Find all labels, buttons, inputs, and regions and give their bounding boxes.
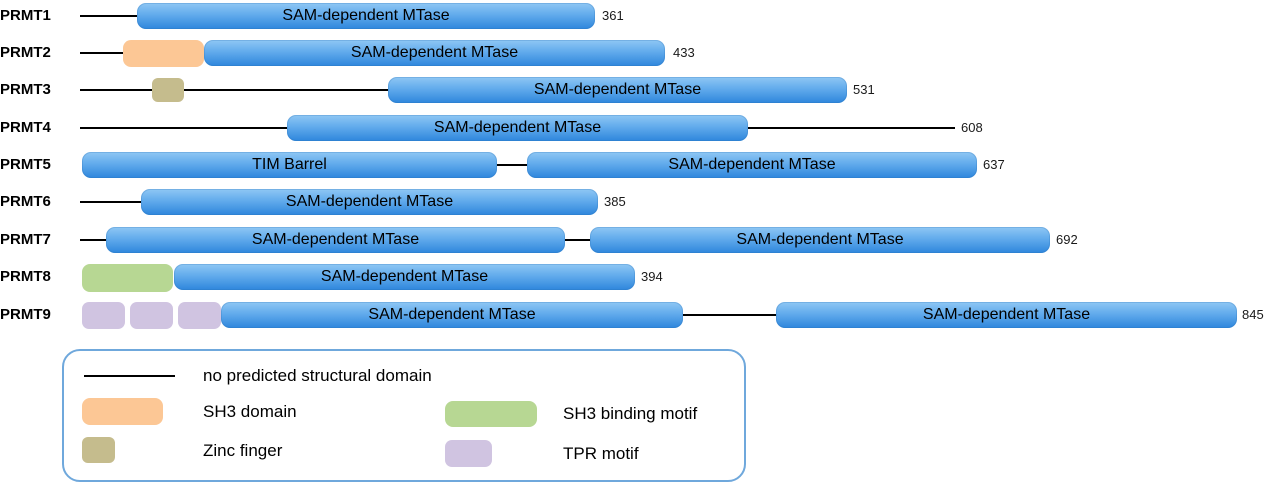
domain-zinc-finger xyxy=(152,78,184,102)
protein-label: PRMT1 xyxy=(0,7,51,24)
domain-tpr-motif xyxy=(130,302,173,329)
sh3-binding-motif-swatch xyxy=(445,401,537,427)
backbone-line xyxy=(683,314,776,316)
protein-length: 433 xyxy=(673,45,695,60)
protein-label: PRMT3 xyxy=(0,81,51,98)
protein-length: 361 xyxy=(602,8,624,23)
domain-tpr-motif xyxy=(82,302,125,329)
domain-sam-mtase: SAM-dependent MTase xyxy=(106,227,565,253)
domain-label: SAM-dependent MTase xyxy=(668,156,836,173)
backbone-line xyxy=(80,127,287,129)
domain-sam-mtase: SAM-dependent MTase xyxy=(141,189,598,215)
legend-label-sh3-binding: SH3 binding motif xyxy=(563,404,698,423)
domain-label: SAM-dependent MTase xyxy=(282,7,450,24)
backbone-line xyxy=(748,127,955,129)
sh3-domain-swatch xyxy=(82,398,163,425)
protein-label: PRMT2 xyxy=(0,44,51,61)
domain-label: SAM-dependent MTase xyxy=(350,44,519,61)
protein-length: 531 xyxy=(853,82,875,97)
protein-length: 394 xyxy=(641,269,663,284)
domain-sam-mtase: SAM-dependent MTase xyxy=(287,115,748,141)
domain-label: TIM Barrel xyxy=(252,156,327,173)
legend-label-zinc-finger: Zinc finger xyxy=(203,441,283,460)
protein-length: 385 xyxy=(604,194,626,209)
legend-label-no-domain: no predicted structural domain xyxy=(203,366,432,385)
protein-label: PRMT5 xyxy=(0,156,51,173)
backbone-line xyxy=(80,239,106,241)
tpr-motif-swatch xyxy=(445,440,492,467)
backbone-line xyxy=(80,201,141,203)
backbone-line xyxy=(497,164,527,166)
legend-label-sh3-domain: SH3 domain xyxy=(203,402,297,421)
domain-label: SAM-dependent MTase xyxy=(736,231,904,248)
domain-sam-mtase: SAM-dependent MTase xyxy=(590,227,1050,253)
protein-label: PRMT8 xyxy=(0,268,51,285)
backbone-line xyxy=(80,52,124,54)
domain-label: SAM-dependent MTase xyxy=(533,81,702,98)
domain-sam-mtase: SAM-dependent MTase xyxy=(527,152,977,178)
protein-label: PRMT6 xyxy=(0,193,51,210)
domain-sh3 xyxy=(123,40,204,67)
domain-tpr-motif xyxy=(178,302,221,329)
protein-length: 845 xyxy=(1242,307,1264,322)
protein-length: 692 xyxy=(1056,232,1078,247)
backbone-line xyxy=(80,15,137,17)
domain-sam-mtase: SAM-dependent MTase xyxy=(776,302,1237,328)
domain-label: SAM-dependent MTase xyxy=(320,268,489,285)
domain-sam-mtase: SAM-dependent MTase xyxy=(221,302,683,328)
domain-label: SAM-dependent MTase xyxy=(922,306,1091,323)
backbone-line-swatch xyxy=(84,375,175,377)
protein-label: PRMT4 xyxy=(0,119,51,136)
domain-sam-mtase: SAM-dependent MTase xyxy=(388,77,847,103)
domain-sam-mtase: SAM-dependent MTase xyxy=(204,40,665,66)
backbone-line xyxy=(565,239,590,241)
protein-length: 608 xyxy=(961,120,983,135)
domain-sam-mtase: SAM-dependent MTase xyxy=(137,3,595,29)
backbone-line xyxy=(80,89,388,91)
domain-sam-mtase: SAM-dependent MTase xyxy=(174,264,635,290)
protein-label: PRMT9 xyxy=(0,306,51,323)
domain-label: SAM-dependent MTase xyxy=(433,119,602,136)
protein-length: 637 xyxy=(983,157,1005,172)
domain-sh3-binding-motif xyxy=(82,264,173,292)
domain-label: SAM-dependent MTase xyxy=(285,193,454,210)
protein-label: PRMT7 xyxy=(0,231,51,248)
legend xyxy=(62,349,746,482)
zinc-finger-swatch xyxy=(82,437,115,463)
legend-label-tpr: TPR motif xyxy=(563,444,639,463)
domain-label: SAM-dependent MTase xyxy=(368,306,536,323)
domain-label: SAM-dependent MTase xyxy=(251,231,420,248)
domain-sam-mtase: TIM Barrel xyxy=(82,152,497,178)
